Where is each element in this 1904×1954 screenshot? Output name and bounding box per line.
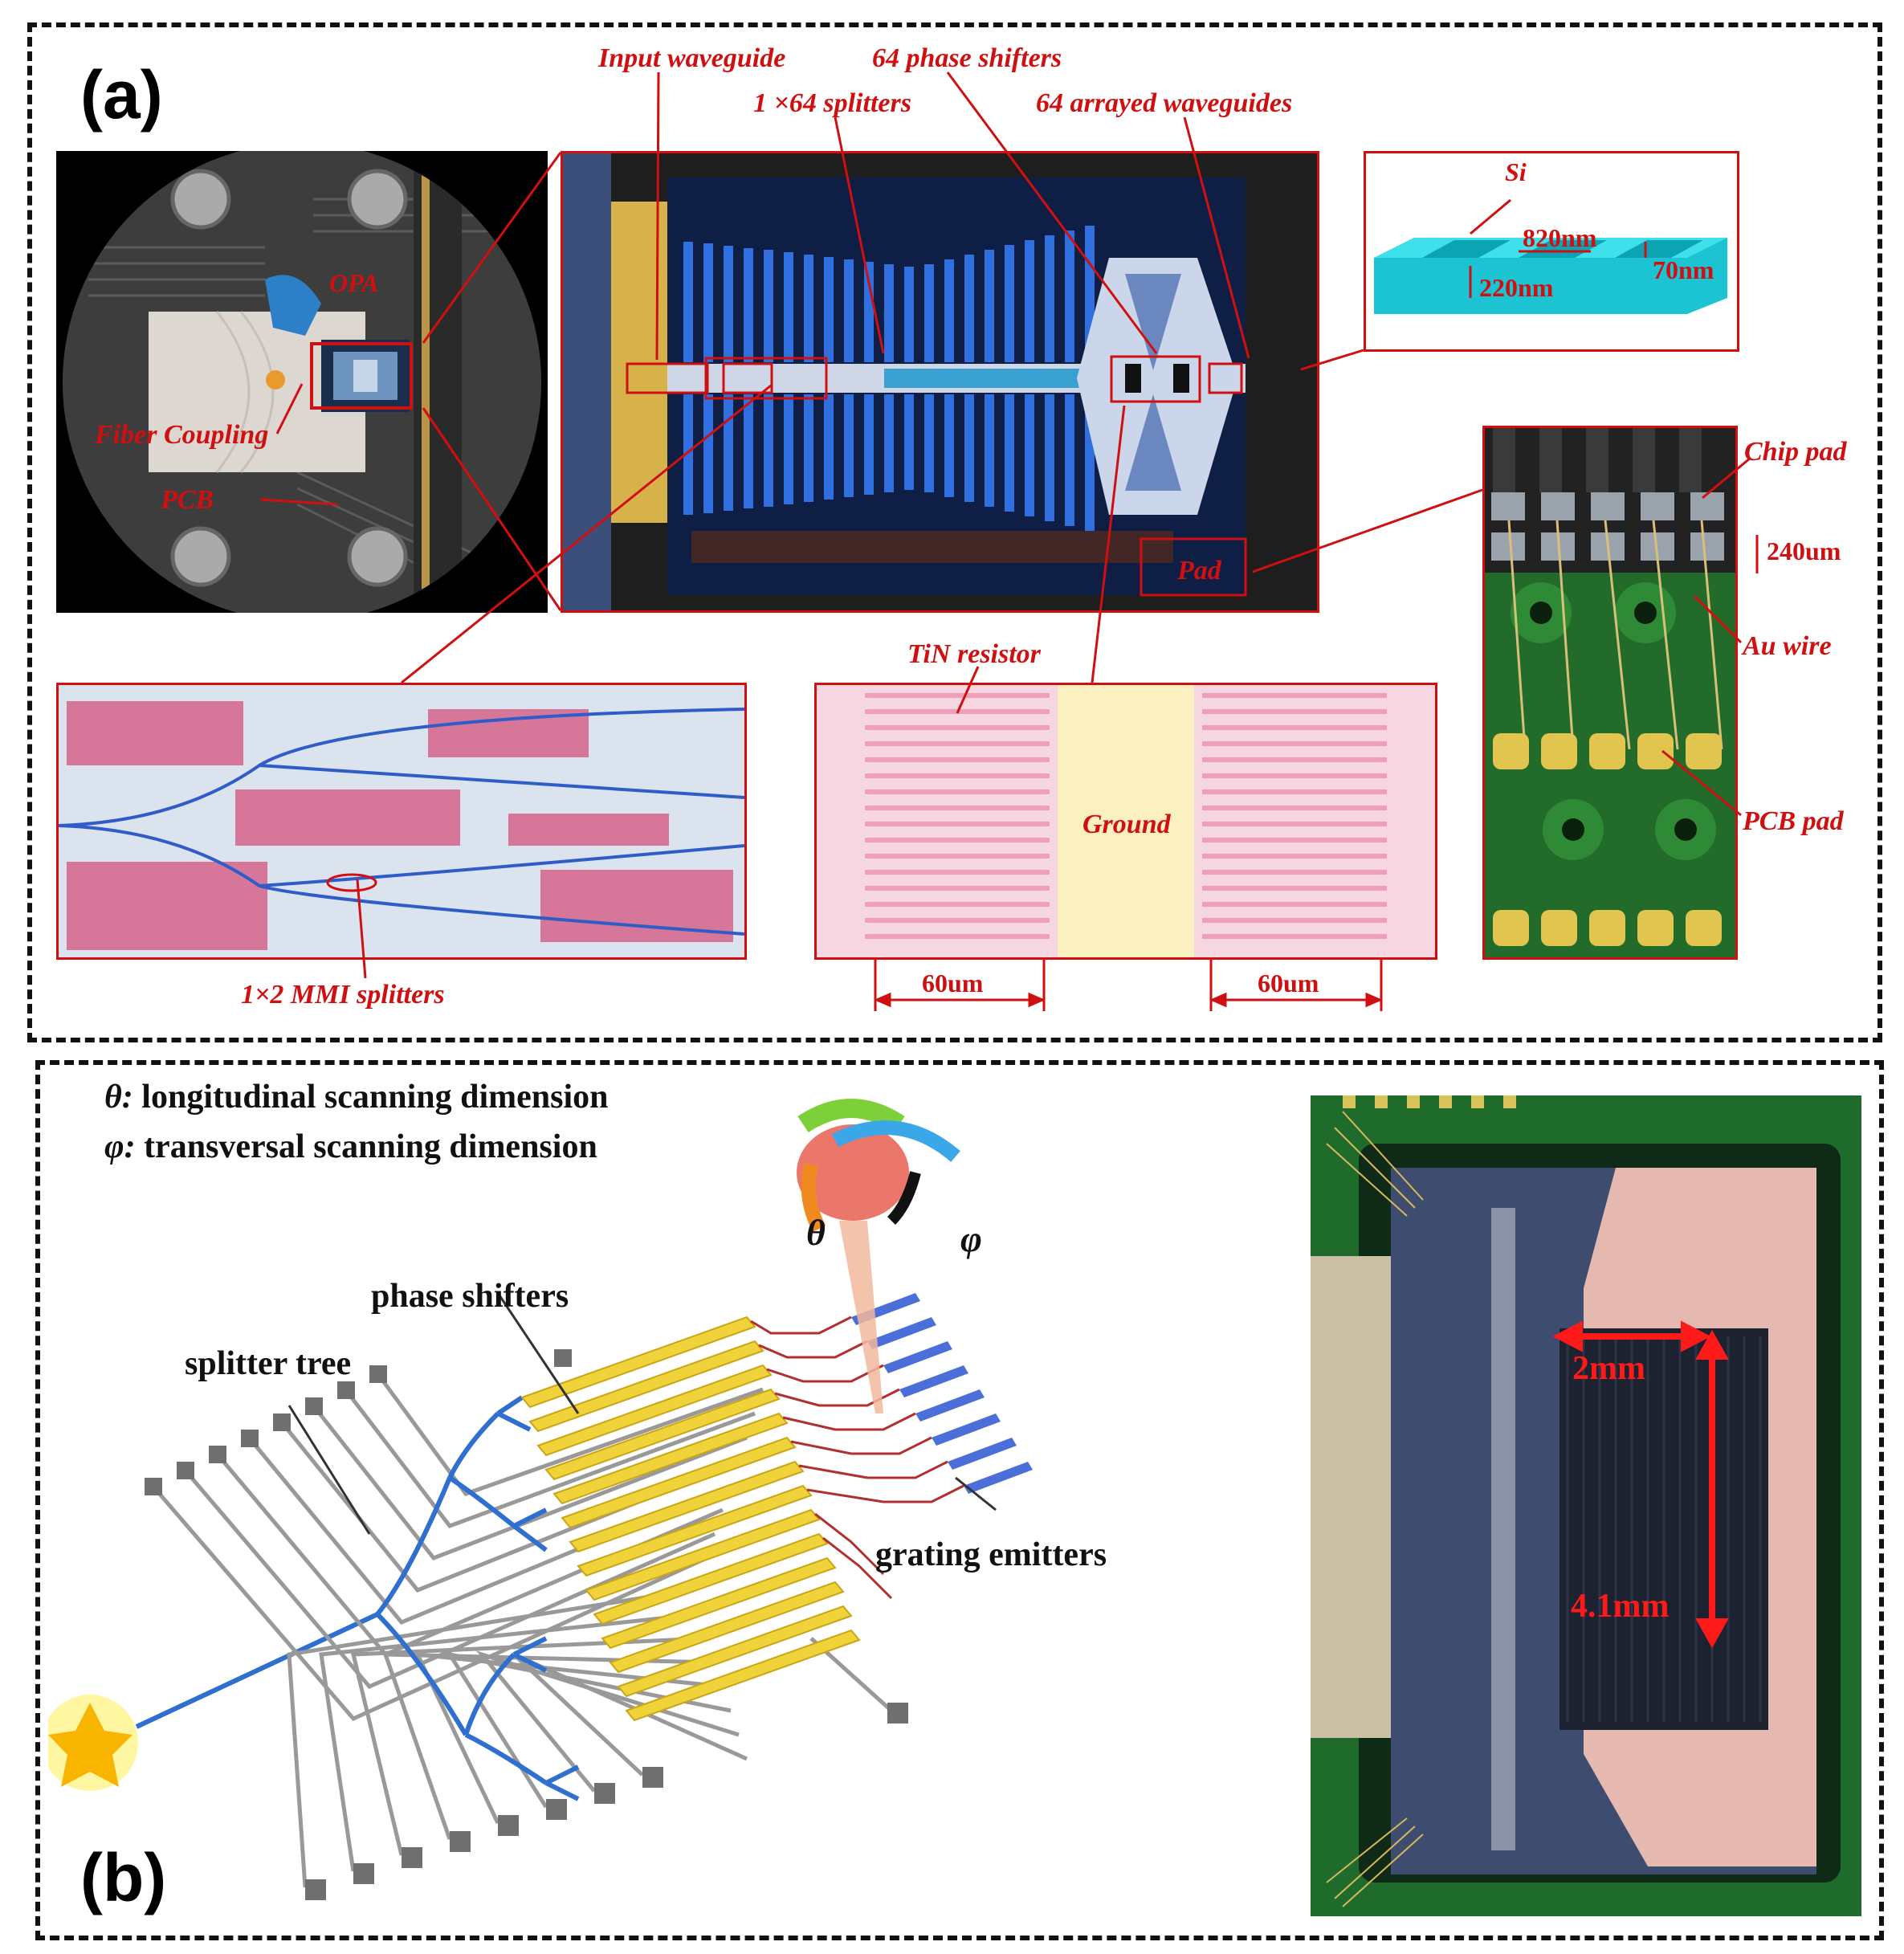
ground-label: Ground: [1082, 810, 1171, 839]
pads-photo: [1482, 426, 1738, 960]
chip-photo: [561, 151, 1319, 613]
panel-a-letter: (a): [80, 57, 163, 133]
cross-section-inset: [1364, 151, 1739, 352]
legend-theta: θ: longitudinal scanning dimension: [104, 1078, 609, 1116]
pad-pitch-label: 240um: [1767, 536, 1841, 565]
phase-shifters-label: phase shifters: [371, 1278, 569, 1315]
input-waveguide-label: Input waveguide: [598, 43, 786, 73]
grating-emitters-label: grating emitters: [875, 1536, 1107, 1573]
splitter-tree-label: splitter tree: [185, 1345, 352, 1382]
pad-label: Pad: [1177, 556, 1221, 585]
legend-phi-symbol: φ:: [104, 1128, 136, 1165]
mmi-splitters-label: 1×2 MMI splitters: [241, 980, 445, 1010]
width-820nm-label: 820nm: [1523, 223, 1597, 252]
theta-angle-label: θ: [806, 1212, 826, 1253]
arrayed-waveguides-label: 64 arrayed waveguides: [1036, 88, 1293, 118]
heater-dimension-lines: [874, 960, 1383, 1011]
thickness-220nm-label: 220nm: [1479, 273, 1554, 302]
phi-angle-label: φ: [960, 1218, 982, 1259]
legend-theta-text: longitudinal scanning dimension: [141, 1079, 609, 1116]
pcb-label: PCB: [161, 485, 214, 515]
splitters-label: 1 ×64 splitters: [753, 88, 911, 118]
panel-b-frame: [35, 1060, 1884, 1940]
splitter-inset: [56, 683, 747, 960]
panel-b-letter: (b): [80, 1840, 167, 1915]
etch-70nm-label: 70nm: [1653, 255, 1714, 284]
legend-phi: φ: transversal scanning dimension: [104, 1128, 597, 1166]
si-label: Si: [1505, 157, 1527, 186]
overview-photo: [56, 151, 548, 613]
legend-phi-text: transversal scanning dimension: [144, 1128, 597, 1165]
phase-shifters-callout: 64 phase shifters: [872, 43, 1062, 73]
opa-label: OPA: [329, 268, 379, 297]
pcb-pad-label: PCB pad: [1743, 806, 1844, 836]
panel-a-frame: [27, 22, 1882, 1042]
height-4-1mm-label: 4.1mm: [1571, 1588, 1670, 1625]
right-length-label: 60um: [1258, 969, 1319, 997]
au-wire-label: Au wire: [1743, 631, 1832, 661]
fiber-coupling-label: Fiber Coupling: [95, 420, 269, 450]
chip-pad-label: Chip pad: [1744, 437, 1847, 467]
legend-theta-symbol: θ:: [104, 1079, 133, 1116]
packaged-chip-photo: [1311, 1095, 1861, 1916]
heater-inset: [814, 683, 1437, 960]
left-length-label: 60um: [922, 969, 984, 997]
tin-resistor-label: TiN resistor: [907, 639, 1041, 669]
panel-a-leader-lines: [259, 71, 1759, 979]
opa-schematic: [48, 1099, 1033, 1900]
width-2mm-label: 2mm: [1572, 1350, 1645, 1387]
